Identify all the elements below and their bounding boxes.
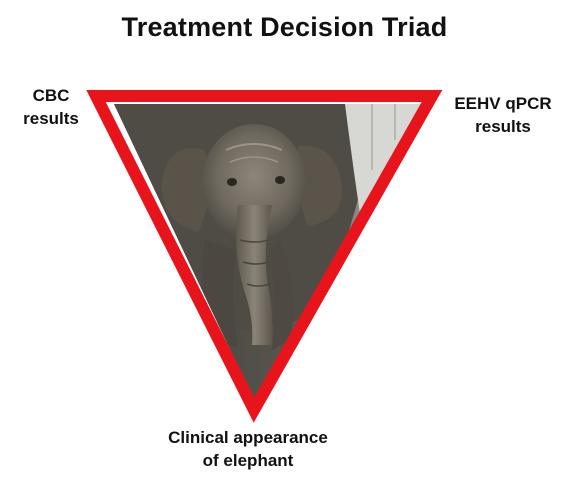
vertex-label-line: CBC	[32, 86, 70, 105]
vertex-label-line: results	[475, 117, 531, 136]
vertex-label-line: EEHV qPCR	[454, 94, 552, 113]
vertex-label-line: of elephant	[202, 451, 294, 470]
vertex-label-clinical-appearance: Clinical appearance of elephant	[128, 426, 368, 472]
vertex-label-line: results	[23, 109, 79, 128]
vertex-label-cbc-results: CBC results	[18, 84, 84, 130]
vertex-label-line: Clinical appearance	[168, 428, 328, 447]
vertex-label-eehv-qpcr-results: EEHV qPCR results	[444, 92, 562, 138]
triad-triangle-frame	[86, 90, 443, 423]
diagram-title: Treatment Decision Triad	[121, 12, 448, 42]
elephant-calf-image	[114, 104, 421, 400]
